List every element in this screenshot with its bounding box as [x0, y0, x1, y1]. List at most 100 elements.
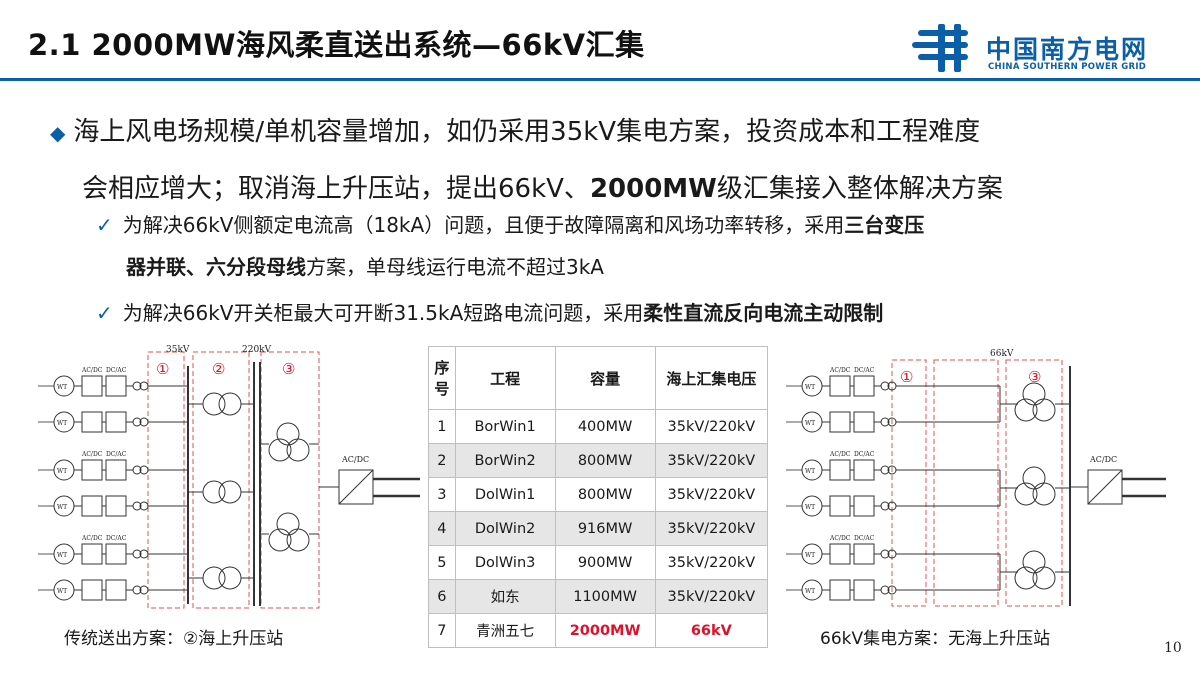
turbine-row: WT	[786, 579, 930, 601]
dcac-label: DC/AC	[854, 535, 875, 542]
left-diagram-caption: 传统送出方案：②海上升压站	[64, 629, 284, 649]
left-zone-2-label: ②	[212, 360, 225, 378]
check-icon: ✓	[96, 301, 113, 325]
title-divider	[0, 78, 1200, 81]
wt-label: WT	[57, 504, 67, 511]
turbine-row: WT	[786, 495, 930, 517]
cell-capacity: 800MW	[554, 477, 656, 512]
col-capacity-header: 容量	[554, 346, 656, 410]
cell-voltage: 35kV/220kV	[654, 409, 769, 444]
cell-index: 1	[428, 409, 456, 444]
wt-label: WT	[57, 420, 67, 427]
sub-bullet-1-bold2: 器并联、六分段母线	[126, 255, 306, 279]
check-icon: ✓	[96, 213, 113, 237]
cell-capacity: 1100MW	[554, 579, 656, 614]
cell-capacity: 900MW	[554, 545, 656, 580]
wt-label: WT	[805, 384, 815, 391]
cell-capacity: 916MW	[554, 511, 656, 546]
sub-bullet-2-bold: 柔性直流反向电流主动限制	[643, 301, 884, 325]
acdc-label: AC/DC	[81, 451, 103, 458]
acdc-label: AC/DC	[81, 535, 103, 542]
sub-bullet-1-bold1: 三台变压	[844, 213, 925, 237]
cell-index: 3	[428, 477, 456, 512]
sub-bullet-2-text: 为解决66kV开关柜最大可开断31.5kA短路电流问题，采用	[122, 301, 644, 325]
bullet-main-line2-bold: 2000MW	[589, 174, 717, 204]
bullet-main-line1: 海上风电场规模/单机容量增加，如仍采用35kV集电方案，投资成本和工程难度	[73, 117, 981, 147]
acdc-label: AC/DC	[829, 535, 851, 542]
right-diagram-caption: 66kV集电方案：无海上升压站	[820, 629, 1051, 649]
bullet-main-line2-post: 级汇集接入整体解决方案	[716, 174, 1003, 204]
logo-text-cn: 中国南方电网	[986, 35, 1149, 64]
sub-bullet-1-post: 方案，单母线运行电流不超过3kA	[306, 255, 604, 279]
acdc-label: AC/DC	[829, 451, 851, 458]
cell-project: BorWin1	[454, 409, 556, 444]
bullet-main-line2-pre: 会相应增大；取消海上升压站，提出66kV、	[82, 174, 590, 204]
wt-label: WT	[805, 420, 815, 427]
turbine-row: WT	[38, 495, 188, 517]
table-header-row: 序号 工程 容量 海上汇集电压	[428, 346, 769, 410]
dcac-label: DC/AC	[106, 451, 127, 458]
cell-project: DolWin2	[454, 511, 556, 546]
left-zone-3-label: ③	[282, 360, 295, 378]
cell-project: 如东	[454, 579, 556, 614]
cell-capacity: 400MW	[554, 409, 656, 444]
csg-logo-icon	[912, 24, 968, 72]
page-number: 10	[1164, 640, 1182, 656]
wt-label: WT	[57, 468, 67, 475]
wt-label: WT	[57, 552, 67, 559]
cell-voltage: 35kV/220kV	[654, 443, 769, 478]
col-index-header: 序号	[428, 346, 456, 410]
dcac-label: DC/AC	[854, 367, 875, 374]
cell-capacity: 800MW	[554, 443, 656, 478]
logo-text-en: CHINA SOUTHERN POWER GRID	[988, 62, 1147, 72]
wt-label: WT	[57, 384, 67, 391]
turbine-row: WT	[38, 411, 188, 433]
cell-capacity: 2000MW	[554, 613, 656, 648]
right-converter-label: AC/DC	[1089, 455, 1117, 464]
acdc-label: AC/DC	[829, 367, 851, 374]
cell-voltage: 35kV/220kV	[654, 545, 769, 580]
cell-project: DolWin3	[454, 545, 556, 580]
right-zone-3-label: ③	[1028, 368, 1041, 386]
cell-project: DolWin1	[454, 477, 556, 512]
left-converter-label: AC/DC	[341, 455, 369, 464]
left-voltage-220kv: 220kV	[242, 345, 272, 355]
dcac-label: DC/AC	[106, 535, 127, 542]
cell-project: 青洲五七	[454, 613, 556, 648]
wt-label: WT	[57, 588, 67, 595]
dcac-label: DC/AC	[854, 451, 875, 458]
wt-label: WT	[805, 588, 815, 595]
cell-voltage: 35kV/220kV	[654, 579, 769, 614]
sub-bullet-2: ✓ 为解决66kV开关柜最大可开断31.5kA短路电流问题，采用柔性直流反向电流主…	[96, 292, 1156, 334]
cell-index: 4	[428, 511, 456, 546]
turbine-row: WT	[786, 411, 930, 433]
right-zone-1-label: ①	[900, 368, 913, 386]
dcac-label: DC/AC	[106, 367, 127, 374]
bullet-main: ◆海上风电场规模/单机容量增加，如仍采用35kV集电方案，投资成本和工程难度 会…	[50, 104, 1170, 217]
col-project-header: 工程	[454, 346, 556, 410]
sub-bullet-1-text: 为解决66kV侧额定电流高（18kA）问题，且便于故障隔离和风场功率转移，采用	[122, 213, 845, 237]
wt-label: WT	[805, 468, 815, 475]
turbine-row: WT	[38, 579, 188, 601]
acdc-label: AC/DC	[81, 367, 103, 374]
left-voltage-35kv: 35kV	[166, 345, 190, 355]
cell-voltage: 66kV	[654, 613, 769, 648]
wt-label: WT	[805, 552, 815, 559]
sub-bullet-1: ✓ 为解决66kV侧额定电流高（18kA）问题，且便于故障隔离和风场功率转移，采用…	[96, 204, 1156, 288]
